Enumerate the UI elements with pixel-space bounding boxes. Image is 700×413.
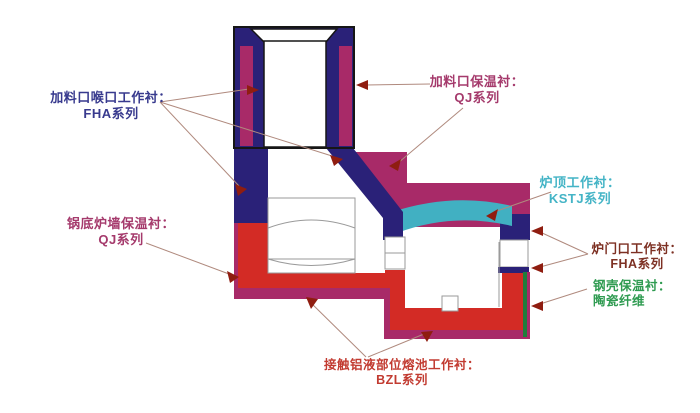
label-roof-working-series: KSTJ系列 [548,191,612,206]
door-opening [499,239,529,268]
melting-chamber-arch [267,219,356,229]
label-roof-working-title: 炉顶工作衬： [539,175,621,190]
label-feed-throat-title: 加料口喉口工作衬： [50,90,172,105]
label-door-working-series: FHA系列 [610,257,664,271]
chimney-insulation-strip-left [240,46,253,146]
label-pot-wall-insulation: 锅底炉墙保温衬： QJ系列 [41,216,201,248]
shell-skin-right [527,272,530,339]
ceramic-fiber-strip [523,272,527,337]
bath-working-lining [238,223,523,330]
label-door-working-title: 炉门口工作衬： [591,242,683,256]
leader-bath-working-2 [367,333,425,358]
label-pot-wall-insulation-series: QJ系列 [98,232,144,247]
feed-column-lining [234,148,268,223]
arrow-feed-throat-3 [235,184,247,196]
melting-chamber-bottom-arc [267,258,356,266]
leader-shell-insulation [539,288,588,305]
leader-feed-throat-2 [159,101,333,157]
leader-lines [145,83,589,358]
leader-feed-throat-3 [159,101,240,187]
label-pot-wall-insulation-title: 锅底炉墙保温衬： [66,216,175,231]
leader-pot-wall-insulation [145,242,230,275]
arrow-door-working-2 [531,263,543,273]
drain-box [441,295,459,312]
arrow-bath-working-1 [306,297,318,309]
leader-feed-insulation-1 [365,83,431,86]
arrow-roof-working [486,209,498,221]
leader-door-working-2 [539,253,589,268]
label-bath-working-title: 接触铝液部位熔池工作衬： [323,358,480,372]
door-sill-lining [498,267,529,273]
chimney-channel [263,40,327,148]
leader-feed-throat-1 [159,88,250,103]
label-door-working: 炉门口工作衬： FHA系列 [582,242,692,272]
label-shell-insulation: 钢壳保温衬： 陶瓷纤维 [593,279,700,309]
leader-feed-insulation-2 [397,107,464,164]
label-feed-insulation-series: QJ系列 [454,90,500,105]
leader-door-working-1 [539,231,589,255]
label-feed-insulation: 加料口保温衬： QJ系列 [402,74,552,106]
arrow-pot-wall-insulation [227,271,239,283]
label-bath-working: 接触铝液部位熔池工作衬： BZL系列 [302,358,502,388]
label-feed-insulation-title: 加料口保温衬： [429,74,525,89]
label-shell-insulation-title: 钢壳保温衬： [593,279,672,293]
arrow-feed-throat-2 [330,155,343,166]
label-shell-insulation-series: 陶瓷纤维 [593,294,646,308]
arrowheads [227,80,543,342]
arrow-bath-working-2 [421,331,433,342]
label-feed-throat-series: FHA系列 [83,106,139,121]
arrow-feed-throat-1 [247,85,259,95]
throat-lining [326,148,403,240]
arrow-feed-insulation-2 [389,159,401,171]
chimney-insulation-strip-right [339,46,352,146]
leader-roof-working [493,191,552,213]
arrow-shell-insulation [531,301,543,311]
label-bath-working-series: BZL系列 [376,373,428,387]
chimney-funnel [249,28,339,43]
label-roof-working: 炉顶工作衬： KSTJ系列 [525,175,635,207]
step-block-upper [384,236,406,254]
roof-working-lining [392,200,512,237]
arrow-door-working-1 [531,226,543,236]
leader-bath-working-1 [307,299,367,358]
step-block-lower [384,252,406,270]
arrow-feed-insulation-1 [356,80,368,90]
melting-chamber [267,197,356,274]
label-feed-throat: 加料口喉口工作衬： FHA系列 [31,90,191,122]
